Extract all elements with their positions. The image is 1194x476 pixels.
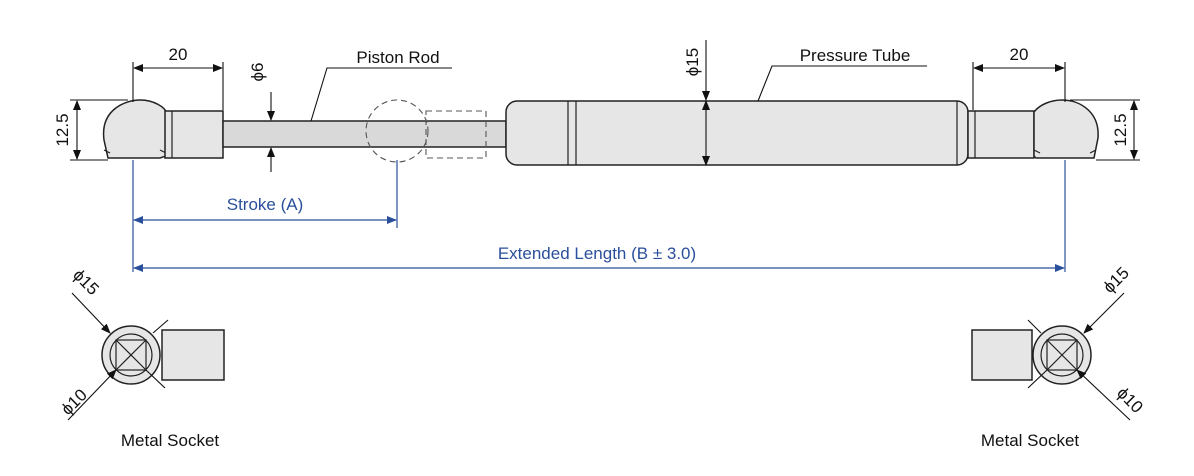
gas-spring-side-view <box>102 99 1099 166</box>
socket-outer-left-label: ϕ15 <box>69 265 103 299</box>
tube-diameter-label: ϕ15 <box>683 48 702 76</box>
rod-diameter-label: ϕ6 <box>248 63 267 82</box>
dimension-rod-diameter: ϕ6 <box>248 63 275 172</box>
dimension-end-height-left: 12.5 <box>53 99 128 161</box>
socket-inner-right-label: ϕ10 <box>1113 383 1147 417</box>
callout-pressure-tube: Pressure Tube <box>757 46 927 102</box>
dimension-extended-length: Extended Length (B ± 3.0) <box>133 160 1066 272</box>
socket-inner-left-label: ϕ10 <box>57 385 91 419</box>
stroke-label: Stroke (A) <box>227 195 304 214</box>
socket-right-label: Metal Socket <box>981 431 1080 450</box>
pressure-tube-body <box>505 100 969 166</box>
dimension-end-length-left: 20 <box>132 45 224 110</box>
end-height-right-label: 12.5 <box>1111 113 1130 146</box>
metal-socket-detail-left: ϕ15 ϕ10 Metal Socket <box>57 265 225 450</box>
piston-rod-label: Piston Rod <box>356 48 439 67</box>
retracted-position-ghost <box>365 99 487 163</box>
piston-rod <box>222 120 507 148</box>
end-length-right-label: 20 <box>1010 45 1029 64</box>
metal-socket-detail-right: ϕ15 ϕ10 Metal Socket <box>971 263 1147 450</box>
callout-piston-rod: Piston Rod <box>310 48 452 122</box>
dimension-end-height-right: 12.5 <box>1070 99 1140 161</box>
socket-outer-right-label: ϕ15 <box>1099 263 1133 297</box>
left-end-fitting <box>164 110 224 159</box>
right-ball-socket <box>1033 99 1099 159</box>
right-end-fitting <box>967 110 1035 159</box>
pressure-tube-label: Pressure Tube <box>800 46 911 65</box>
dimension-stroke: Stroke (A) <box>132 160 398 272</box>
end-height-left-label: 12.5 <box>53 113 72 146</box>
dimension-end-length-right: 20 <box>972 45 1066 110</box>
extended-length-label: Extended Length (B ± 3.0) <box>498 244 696 263</box>
dimension-tube-diameter: ϕ15 <box>683 40 710 166</box>
socket-left-label: Metal Socket <box>121 431 220 450</box>
end-length-left-label: 20 <box>169 45 188 64</box>
left-ball-socket <box>102 99 167 159</box>
